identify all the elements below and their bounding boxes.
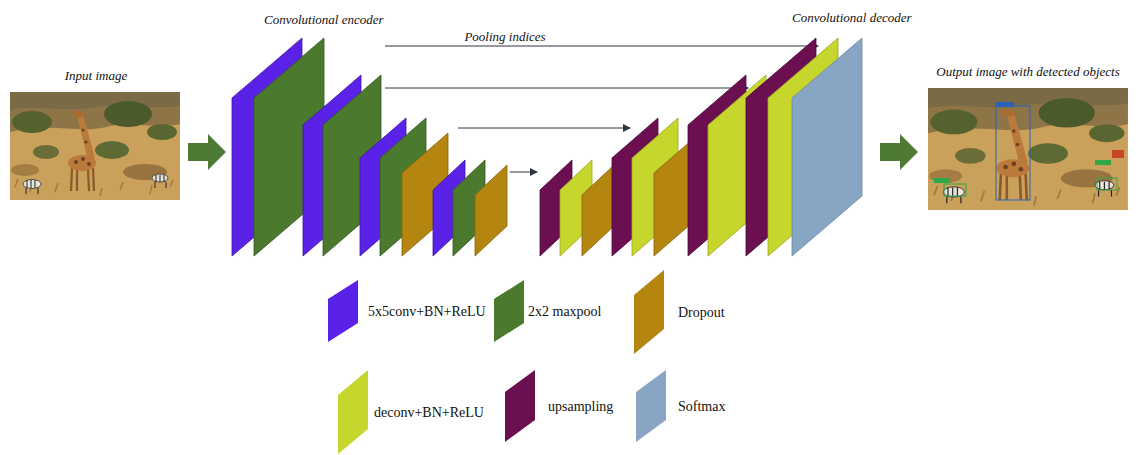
legend-swatch	[634, 270, 664, 354]
legend-text: deconv+BN+ReLU	[374, 404, 484, 421]
legend-swatch-frame	[494, 280, 524, 342]
legend-swatch	[636, 370, 666, 442]
arrow-label: Pooling indices	[462, 29, 547, 44]
legend-swatch	[505, 370, 535, 442]
label-holder: Convolutional encoder	[262, 10, 386, 28]
pooling-arrow	[385, 46, 818, 47]
pooling-arrow	[385, 88, 748, 89]
dropout-layer	[582, 165, 614, 256]
input-photo	[10, 92, 180, 200]
image-panel: Output image with detected objects	[926, 64, 1130, 210]
dropout-layer	[475, 165, 507, 256]
label-holder: Pooling indices	[462, 27, 547, 45]
legend-swatch-frame	[636, 370, 666, 442]
legend-text: upsampling	[548, 398, 613, 415]
image-panel: Input image	[10, 68, 182, 200]
legend-text: 5x5conv+BN+ReLU	[368, 303, 486, 320]
legend-text: 2x2 maxpool	[528, 303, 602, 320]
panel-heading: Output image with detected objects	[926, 64, 1130, 80]
section-title: Convolutional encoder	[262, 12, 386, 27]
detection-tag	[1095, 160, 1111, 165]
label-holder: Convolutional decoder	[790, 8, 914, 26]
flow-arrow	[880, 134, 918, 170]
detection-boxes	[934, 102, 1124, 200]
decoder-layers	[540, 38, 862, 256]
detection-tag	[996, 102, 1014, 107]
detection-box	[1097, 178, 1117, 190]
section-title: Convolutional decoder	[790, 10, 914, 25]
legend-swatch-frame	[338, 370, 368, 454]
legend-swatch	[494, 280, 524, 342]
pooling-arrow	[458, 128, 630, 129]
detection-box	[996, 106, 1030, 200]
encoder-layers	[232, 38, 507, 256]
legend-swatch-frame	[634, 270, 664, 354]
flow-arrow	[188, 134, 226, 170]
legend-text: Dropout	[678, 304, 725, 321]
legend-swatch-frame	[328, 280, 358, 342]
legend-swatch-frame	[505, 370, 535, 442]
pooling-arrow	[510, 172, 537, 173]
detection-box	[944, 184, 966, 196]
legend-swatch	[338, 370, 368, 454]
detection-tag	[1112, 150, 1124, 158]
detection-tag	[934, 178, 950, 183]
legend-text: Softmax	[678, 398, 725, 415]
panel-heading: Input image	[10, 68, 182, 84]
output-photo	[928, 88, 1128, 210]
softmax-layer	[792, 38, 862, 256]
legend-swatch	[328, 280, 358, 342]
